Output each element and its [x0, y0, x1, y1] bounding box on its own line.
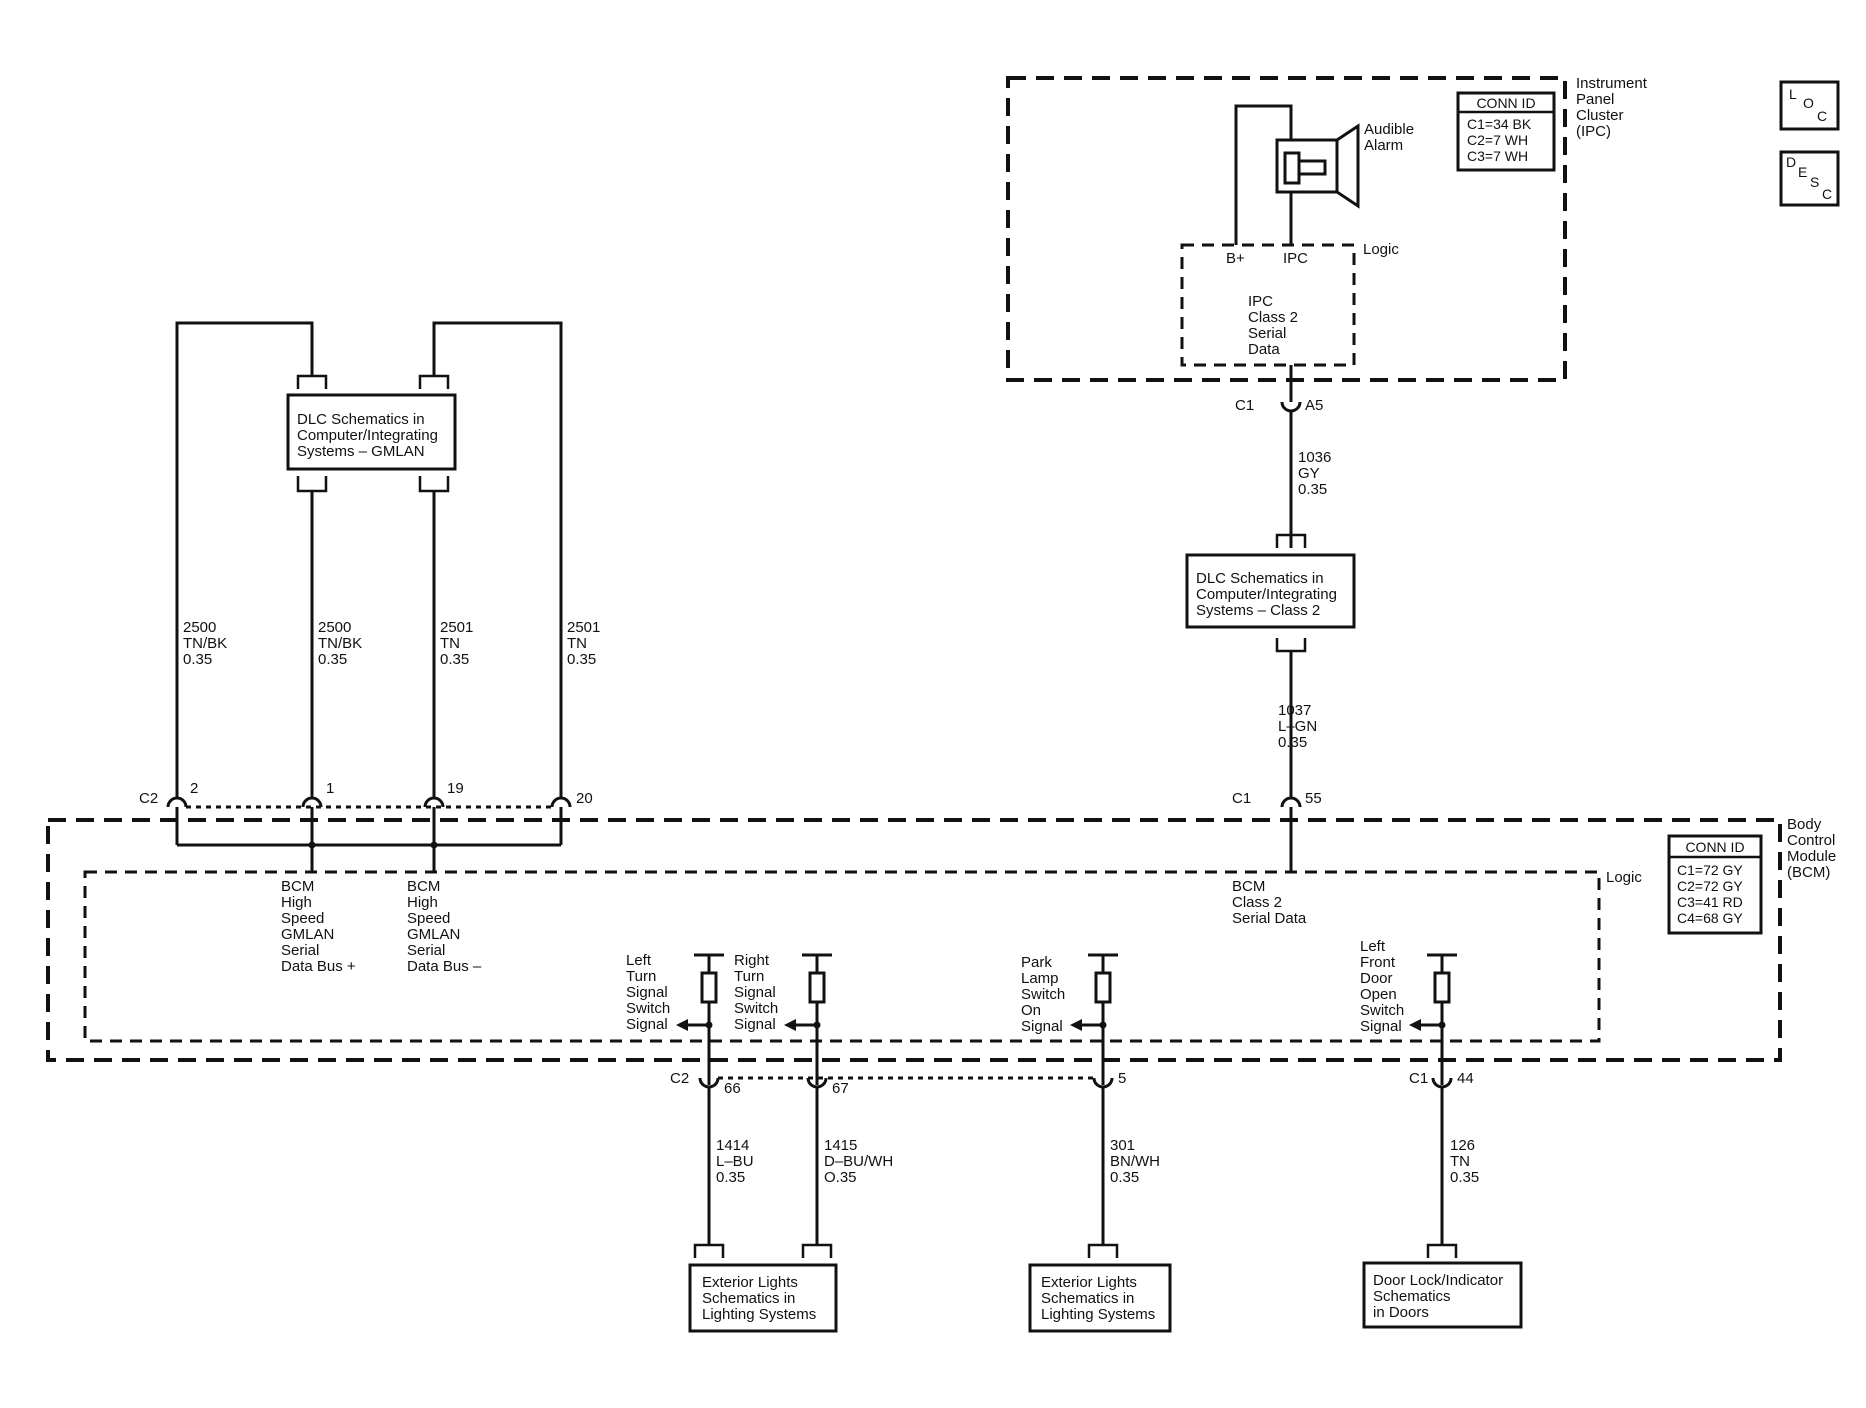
bcm-c2-pin-66: 66	[724, 1080, 741, 1097]
bcm-c2-bottom-connector-name: C2	[670, 1070, 689, 1087]
wire-1036-label: 1036 GY 0.35	[1298, 449, 1336, 498]
ipc-module: Instrument Panel Cluster (IPC) CONN ID C…	[1006, 75, 1651, 382]
dlc-class2-reference-box: DLC Schematics in Computer/Integrating S…	[1185, 533, 1356, 653]
bcm-conn-id-title: CONN ID	[1685, 839, 1744, 855]
loc-button[interactable]: L O C	[1779, 80, 1840, 131]
left-turn-signal-circuit	[676, 953, 724, 1085]
right-turn-signal-label: Right Turn Signal Switch Signal	[734, 952, 782, 1033]
ipc-c1-connector-name: C1	[1235, 397, 1254, 414]
wire-2500-right-label: 2500 TN/BK 0.35	[318, 619, 366, 668]
bcm-module-boundary	[46, 818, 1782, 1062]
right-turn-signal-circuit	[784, 953, 832, 1085]
door-open-signal-circuit	[1409, 953, 1457, 1085]
bcm-module: Body Control Module (BCM) Logic CONN ID …	[46, 816, 1840, 1085]
bcm-c1-pin-55: 55	[1305, 790, 1322, 807]
ipc-conn-id-rows: C1=34 BK C2=7 WH C3=7 WH	[1467, 116, 1535, 164]
desc-letter-d: D	[1786, 154, 1796, 170]
audible-alarm-icon	[1234, 104, 1360, 245]
left-turn-signal-label: Left Turn Signal Switch Signal	[626, 952, 674, 1033]
bcm-c2-top-connector	[166, 796, 572, 872]
class2-wiring: C1 A5 1036 GY 0.35 DLC Schematics in Com…	[1185, 365, 1356, 872]
exterior-lights-reference-box-2: Exterior Lights Schematics in Lighting S…	[1028, 1263, 1172, 1333]
ipc-logic-box	[1180, 243, 1356, 367]
bcm-conn-id-rows: C1=72 GY C2=72 GY C3=41 RD C4=68 GY	[1677, 862, 1747, 926]
ipc-c1-pin-a5: A5	[1305, 397, 1323, 414]
exterior-lights-label-2: Exterior Lights Schematics in Lighting S…	[1041, 1274, 1155, 1323]
audible-alarm-label: Audible Alarm	[1364, 121, 1418, 154]
ipc-logic-label: Logic	[1363, 241, 1399, 258]
dlc-gmlan-reference-box: DLC Schematics in Computer/Integrating S…	[286, 374, 457, 493]
wire-2501-right-label: 2501 TN 0.35	[567, 619, 605, 668]
desc-button[interactable]: D E S C	[1779, 150, 1840, 207]
ipc-conn-id-title: CONN ID	[1476, 95, 1535, 111]
bcm-conn-id-table: CONN ID C1=72 GY C2=72 GY C3=41 RD C4=68…	[1667, 834, 1763, 935]
park-lamp-signal-label: Park Lamp Switch On Signal	[1021, 954, 1069, 1035]
gmlan-wiring: DLC Schematics in Computer/Integrating S…	[139, 321, 605, 872]
park-lamp-signal-circuit	[1070, 953, 1118, 1085]
loc-letter-o: O	[1803, 95, 1814, 111]
ipc-module-boundary	[1006, 76, 1567, 382]
wire-2500-left-label: 2500 TN/BK 0.35	[183, 619, 231, 668]
bcm-c2-pin-2: 2	[190, 780, 198, 797]
ipc-conn-id-table: CONN ID C1=34 BK C2=7 WH C3=7 WH	[1456, 91, 1556, 172]
bcm-c1-bottom-connector-name: C1	[1409, 1070, 1428, 1087]
wire-1037-label: 1037 L–GN 0.35	[1278, 702, 1321, 751]
loc-letter-l: L	[1789, 86, 1797, 102]
bcm-c2-top-connector-name: C2	[139, 790, 158, 807]
dlc-gmlan-label: DLC Schematics in Computer/Integrating S…	[297, 411, 442, 460]
bcm-c2-pin-19: 19	[447, 780, 464, 797]
desc-letter-e: E	[1798, 164, 1807, 180]
exterior-lights-label-1: Exterior Lights Schematics in Lighting S…	[702, 1274, 816, 1323]
bcm-c2-pin-20: 20	[576, 790, 593, 807]
wire-126-label: 126 TN 0.35	[1450, 1137, 1479, 1186]
bcm-logic-box	[83, 870, 1601, 1043]
bcm-c2-pin-67: 67	[832, 1080, 849, 1097]
wire-301-label: 301 BN/WH 0.35	[1110, 1137, 1164, 1186]
wire-2501-left-label: 2501 TN 0.35	[440, 619, 478, 668]
door-lock-reference-box: Door Lock/Indicator Schematics in Doors	[1362, 1261, 1523, 1329]
bcm-module-name: Body Control Module (BCM)	[1787, 816, 1840, 881]
bcm-c1-top-connector-name: C1	[1232, 790, 1251, 807]
bcm-logic-label: Logic	[1606, 869, 1642, 886]
ipc-pin-ipc: IPC	[1283, 250, 1308, 267]
exterior-lights-reference-box-1: Exterior Lights Schematics in Lighting S…	[688, 1263, 838, 1333]
bottom-wiring: C2 66 67 5 C1 44 1414 L–BU 0.35 1415 D–B…	[670, 1070, 1523, 1333]
wire-1415-label: 1415 D–BU/WH O.35	[824, 1137, 897, 1186]
wire-1414-label: 1414 L–BU 0.35	[716, 1137, 758, 1186]
bcm-class2-serial-data-label: BCM Class 2 Serial Data	[1232, 878, 1307, 927]
ipc-pin-bplus: B+	[1226, 250, 1245, 267]
bcm-c2-pin-5: 5	[1118, 1070, 1126, 1087]
door-lock-label: Door Lock/Indicator Schematics in Doors	[1373, 1272, 1507, 1321]
ipc-serial-data-label: IPC Class 2 Serial Data	[1248, 293, 1302, 358]
bcm-hs-gmlan-minus-label: BCM High Speed GMLAN Serial Data Bus –	[407, 878, 482, 975]
dlc-class2-label: DLC Schematics in Computer/Integrating S…	[1196, 570, 1341, 619]
desc-letter-c: C	[1822, 186, 1832, 202]
door-open-signal-label: Left Front Door Open Switch Signal	[1360, 938, 1408, 1035]
bcm-c2-pin-1: 1	[326, 780, 334, 797]
bcm-c1-pin-44: 44	[1457, 1070, 1474, 1087]
loc-letter-c: C	[1817, 108, 1827, 124]
ipc-module-name: Instrument Panel Cluster (IPC)	[1576, 75, 1651, 140]
desc-letter-s: S	[1810, 174, 1819, 190]
bcm-hs-gmlan-plus-label: BCM High Speed GMLAN Serial Data Bus +	[281, 878, 356, 975]
